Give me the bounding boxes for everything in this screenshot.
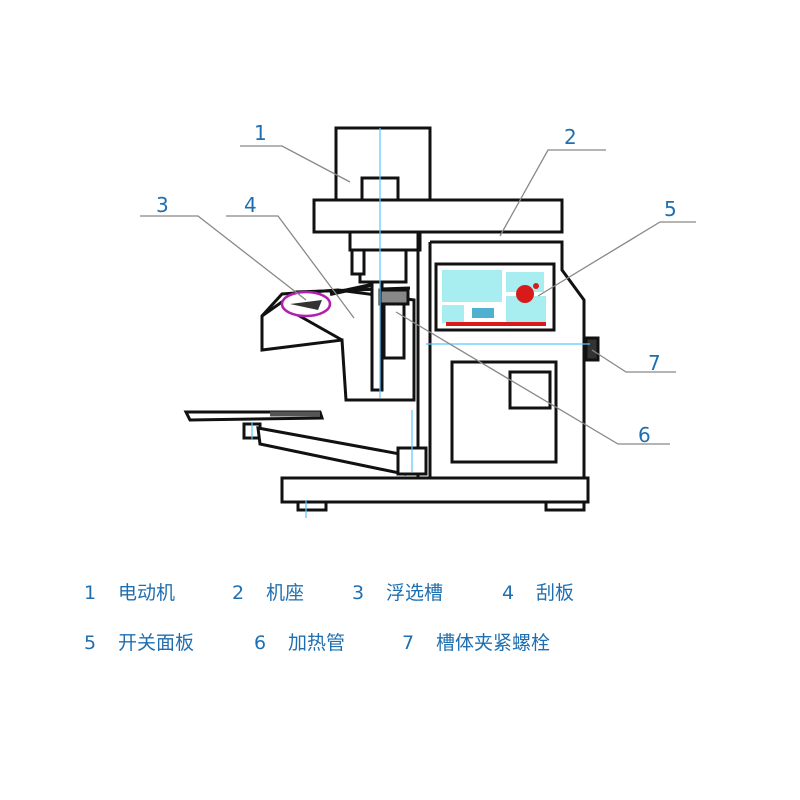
legend-item-heating-tube: 6 加热管 [254, 618, 402, 668]
legend-number: 6 [254, 632, 267, 654]
legend-number: 1 [84, 582, 97, 604]
legend-item-switch-panel: 5 开关面板 [84, 618, 254, 668]
legend-row-2: 5 开关面板 6 加热管 7 槽体夹紧螺栓 [84, 618, 684, 668]
legend-item-motor: 1 电动机 [84, 568, 232, 618]
callout-1: 1 [254, 121, 267, 145]
legend-label: 电动机 [118, 582, 176, 604]
callout-labels: 1 2 3 4 5 6 7 [156, 121, 677, 447]
callout-5: 5 [664, 197, 677, 221]
callout-6: 6 [638, 423, 651, 447]
heating-tube-cap [378, 288, 410, 306]
callout-4: 4 [244, 193, 257, 217]
legend-number: 5 [84, 632, 97, 654]
callout-3: 3 [156, 193, 169, 217]
legend-item-flotation-tank: 3 浮选槽 [352, 568, 502, 618]
parts-legend: 1 电动机 2 机座 3 浮选槽 4 刮板 5 开关面板 6 加热管 7 槽体夹… [84, 568, 684, 668]
legend-number: 4 [502, 582, 515, 604]
base-column [416, 232, 586, 480]
legend-row-1: 1 电动机 2 机座 3 浮选槽 4 刮板 [84, 568, 684, 618]
legend-label: 加热管 [288, 632, 346, 654]
base-foot-left [296, 500, 328, 512]
legend-number: 2 [232, 582, 245, 604]
switch-panel-display [442, 270, 546, 326]
legend-number: 7 [402, 632, 415, 654]
legend-item-clamp-bolt: 7 槽体夹紧螺栓 [402, 618, 550, 668]
legend-label: 槽体夹紧螺栓 [436, 632, 551, 654]
machine-drawing [183, 126, 600, 512]
top-beam [312, 198, 564, 234]
tank-front [295, 312, 343, 342]
base-plate [280, 476, 590, 504]
legend-label: 机座 [266, 582, 305, 604]
door-window [508, 370, 552, 410]
scraper [290, 300, 322, 310]
pedal-lever [256, 426, 406, 476]
leader-lines [140, 145, 696, 445]
legend-label: 开关面板 [118, 632, 195, 654]
legend-item-scraper: 4 刮板 [502, 568, 574, 618]
clamp-bolt [584, 336, 600, 362]
legend-item-base: 2 机座 [232, 568, 352, 618]
centerlines [251, 128, 590, 518]
legend-number: 3 [352, 582, 365, 604]
beam-hub [348, 230, 422, 252]
callout-2: 2 [564, 125, 577, 149]
scraper-arm [329, 282, 377, 296]
shaft-collar [350, 248, 366, 276]
legend-label: 刮板 [536, 582, 575, 604]
impeller-shaft [370, 280, 384, 392]
shaft-housing [358, 248, 408, 284]
callout-7: 7 [648, 351, 661, 375]
base-foot-right [544, 500, 586, 512]
legend-label: 浮选槽 [386, 582, 444, 604]
